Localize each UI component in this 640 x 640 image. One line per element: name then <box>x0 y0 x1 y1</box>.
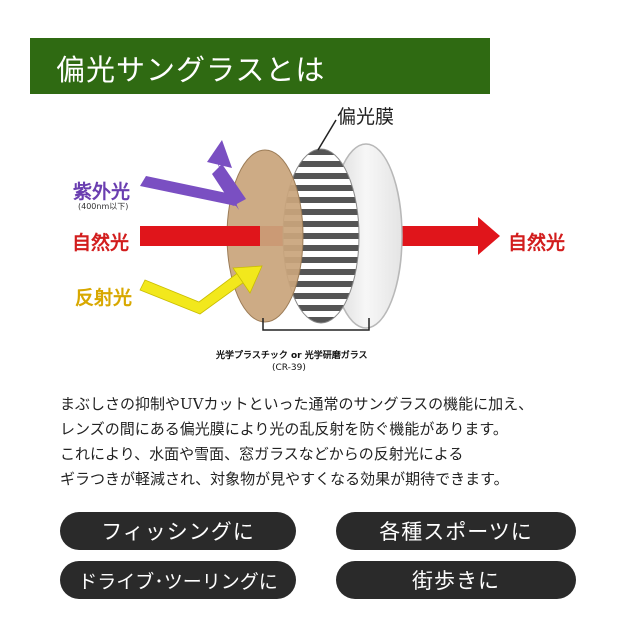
polarized-lens-diagram <box>139 119 500 331</box>
page-title: 偏光サングラスとは <box>56 53 326 87</box>
film-stripe <box>283 149 359 155</box>
lens-material-label: 光学プラスチック or 光学研磨ガラス <box>216 351 368 361</box>
film-stripe <box>283 305 359 311</box>
description-line: これにより、水面や雪面、窓ガラスなどからの反射光による <box>60 445 464 463</box>
description-line: レンズの間にある偏光膜により光の乱反射を防ぐ機能があります。 <box>60 420 508 438</box>
lens-bracket <box>262 318 370 331</box>
film-stripe <box>283 269 359 275</box>
natural-light-out-label: 自然光 <box>508 232 566 254</box>
film-stripe <box>283 317 359 323</box>
header-banner: 偏光サングラスとは <box>30 38 490 94</box>
film-stripe <box>283 161 359 167</box>
description-line: まぶしさの抑制やUVカットといった通常のサングラスの機能に加え、 <box>60 395 534 413</box>
use-walking-badge: 街歩きに <box>336 561 576 599</box>
lens-code-label: (CR-39) <box>272 363 306 373</box>
reflected-light-label: 反射光 <box>75 287 133 309</box>
use-sports-badge: 各種スポーツに <box>336 512 576 550</box>
film-stripe <box>283 257 359 263</box>
film-stripe <box>283 245 359 251</box>
film-stripe <box>283 197 359 203</box>
polarizing-film-label: 偏光膜 <box>337 106 395 128</box>
natural-light-in-label: 自然光 <box>72 232 130 254</box>
use-driving-badge: ドライブ･ツーリングに <box>60 561 296 599</box>
film-stripe <box>283 185 359 191</box>
film-stripe <box>283 173 359 179</box>
film-stripe <box>283 233 359 239</box>
uv-light-label: 紫外光 <box>73 181 131 203</box>
description-line: ギラつきが軽減され、対象物が見やすくなる効果が期待できます。 <box>60 470 509 488</box>
film-stripe <box>283 209 359 215</box>
description: まぶしさの抑制やUVカットといった通常のサングラスの機能に加え、 レンズの間にあ… <box>60 392 620 492</box>
film-pointer-line <box>317 119 337 151</box>
uv-wavelength-note: (400nm以下) <box>78 202 129 211</box>
film-stripe <box>283 293 359 299</box>
film-stripe <box>283 221 359 227</box>
use-fishing-badge: フィッシングに <box>60 512 296 550</box>
film-stripe <box>283 281 359 287</box>
reflected-light-arrow <box>139 265 263 315</box>
uv-light-arrow <box>140 140 246 210</box>
